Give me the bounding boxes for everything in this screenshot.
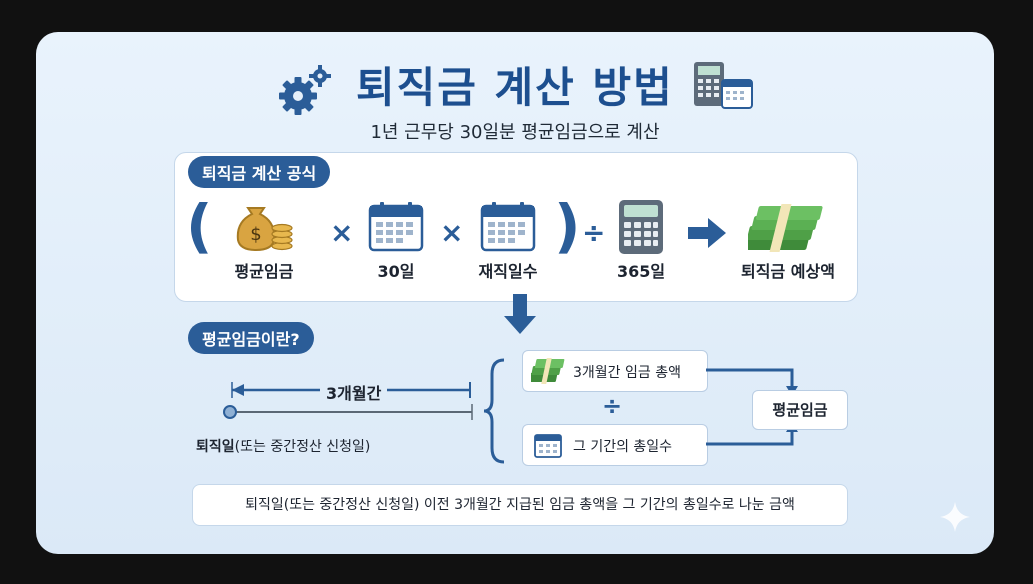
retirement-date-label: 퇴직일(또는 중간정산 신청일) [196, 436, 370, 456]
definition-text: 퇴직일(또는 중간정산 신청일) 이전 3개월간 지급된 임금 총액을 그 기간… [192, 484, 848, 526]
calendar-icon [480, 202, 536, 252]
calculator-icon [619, 200, 663, 254]
average-wage-section-label: 평균임금이란? [188, 322, 314, 354]
calendar-icon [534, 434, 562, 458]
brace-icon [483, 358, 505, 464]
total-days-label: 그 기간의 총일수 [573, 439, 673, 455]
cash-stack-icon [748, 204, 823, 252]
background-window-title [250, 8, 254, 23]
formula-label-severance-estimate: 퇴직금 예상액 [741, 262, 835, 281]
formula-label-30-days: 30일 [377, 262, 415, 281]
formula-section-label: 퇴직금 계산 공식 [188, 156, 331, 188]
formula-label-365-days: 365일 [616, 262, 666, 281]
total-days-box: 그 기간의 총일수 [522, 424, 708, 466]
total-wage-label: 3개월간 임금 총액 [573, 365, 681, 381]
formula-label-tenure-days: 재직일수 [478, 262, 538, 281]
gear-icon [279, 65, 331, 115]
multiply-op-2: × [440, 216, 464, 249]
total-wage-box: 3개월간 임금 총액 [522, 350, 708, 392]
money-bag-icon: $ [236, 207, 293, 252]
infographic-card: 퇴직금 계산 방법 1년 근무당 30일분 평균임금으로 계산 퇴직금 계산 공… [36, 32, 994, 554]
calendar-icon [368, 202, 424, 252]
sparkle-icon [940, 502, 970, 532]
retirement-date-note: (또는 중간정산 신청일) [234, 439, 371, 455]
calculator-calendar-icon [694, 62, 753, 109]
multiply-op-1: × [330, 216, 354, 249]
timeline-label: 3개월간 [320, 380, 388, 404]
average-wage-result-box: 평균임금 [752, 390, 848, 430]
open-paren: ( [186, 192, 213, 260]
page-subtitle: 1년 근무당 30일분 평균임금으로 계산 [370, 122, 660, 143]
cash-icon [531, 358, 565, 384]
right-arrow-icon [688, 218, 726, 248]
page-title: 퇴직금 계산 방법 [356, 63, 674, 112]
down-arrow-icon [504, 294, 536, 334]
divide-op-small: ÷ [602, 392, 623, 420]
close-paren: ) [554, 192, 581, 260]
retirement-date-bold: 퇴직일 [196, 439, 235, 455]
divide-op: ÷ [582, 216, 606, 249]
formula-label-average-wage: 평균임금 [234, 262, 294, 281]
svg-text:$: $ [250, 224, 261, 245]
